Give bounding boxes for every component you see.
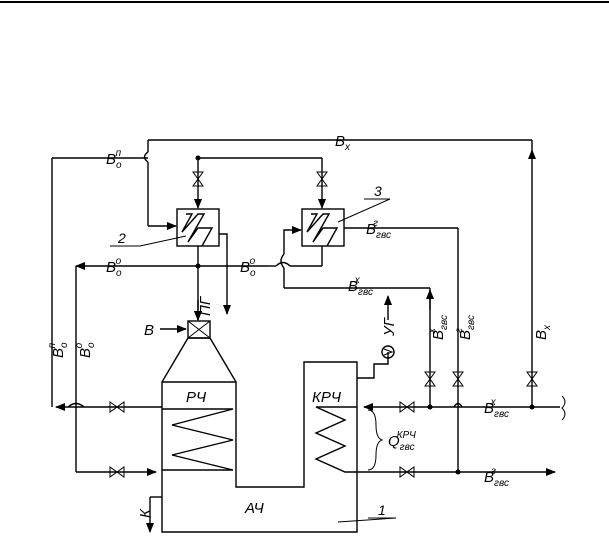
svg-text:Воо: Воо (240, 256, 256, 279)
leaders (110, 198, 397, 523)
svg-text:1: 1 (378, 502, 386, 518)
valves (109, 171, 538, 478)
svg-text:Вх: Вх (533, 324, 553, 340)
svg-text:Вх: Вх (335, 133, 351, 153)
svg-text:Вгвсг: Вгвсг (366, 218, 391, 241)
svg-text:Вгвсг: Вгвсг (484, 466, 509, 489)
svg-text:Вгвсг: Вгвсг (454, 315, 477, 340)
svg-text:Воп: Воп (47, 342, 70, 358)
svg-text:Вгвсх: Вгвсх (348, 275, 373, 298)
svg-text:ПГ: ПГ (197, 295, 214, 316)
svg-text:Воп: Воп (106, 148, 122, 171)
heat-exchanger-2 (176, 208, 220, 247)
svg-text:Вгвсх: Вгвсх (484, 397, 509, 420)
svg-text:В: В (144, 322, 154, 339)
svg-text:2: 2 (117, 230, 126, 246)
svg-text:РЧ: РЧ (186, 389, 207, 406)
piping (51, 139, 566, 533)
heat-exchanger-3 (301, 208, 345, 247)
svg-text:АЧ: АЧ (244, 500, 265, 517)
labels: Вх Воп Воо Воо Вгвсг Вгвсх ПГ В УГ Воп В… (47, 133, 553, 518)
svg-text:QгвсКРЧ: QгвсКРЧ (388, 430, 416, 453)
boiler (161, 320, 395, 533)
svg-text:Вгвсх: Вгвсх (427, 315, 450, 340)
svg-text:Воо: Воо (106, 256, 122, 279)
svg-text:УГ: УГ (381, 316, 398, 337)
svg-text:К: К (137, 508, 154, 518)
svg-text:КРЧ: КРЧ (312, 389, 342, 406)
svg-text:Воо: Воо (74, 342, 97, 358)
svg-text:3: 3 (374, 183, 382, 199)
